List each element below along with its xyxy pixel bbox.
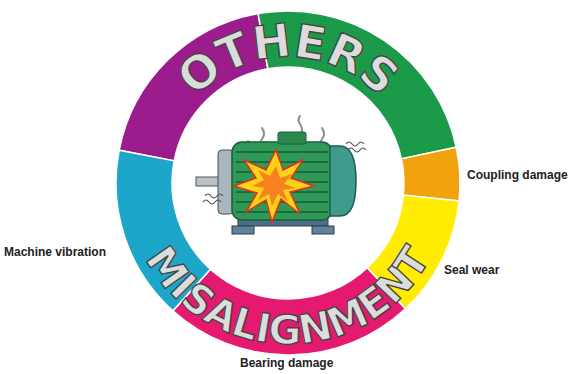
explosion-core	[252, 166, 296, 206]
band-shape: MISALIGNMENT	[116, 11, 460, 355]
explosion-burst	[234, 150, 314, 222]
inner-disc	[172, 67, 404, 299]
ring-band: MISALIGNMENT	[116, 11, 460, 355]
terminal-box	[278, 132, 306, 144]
fan-cover	[330, 146, 356, 216]
vibration-marks	[203, 142, 366, 204]
ring-segment	[401, 147, 460, 201]
consequence-label: Machine vibration	[4, 245, 106, 259]
band-title: OTHERS	[167, 13, 409, 106]
consequence-label: Bearing damage	[240, 356, 333, 370]
ring-outline	[116, 11, 460, 355]
consequence-label: Coupling damage	[467, 168, 568, 182]
consequence-label: Seal wear	[444, 263, 499, 277]
band-title: MISALIGNMENT	[137, 238, 439, 354]
